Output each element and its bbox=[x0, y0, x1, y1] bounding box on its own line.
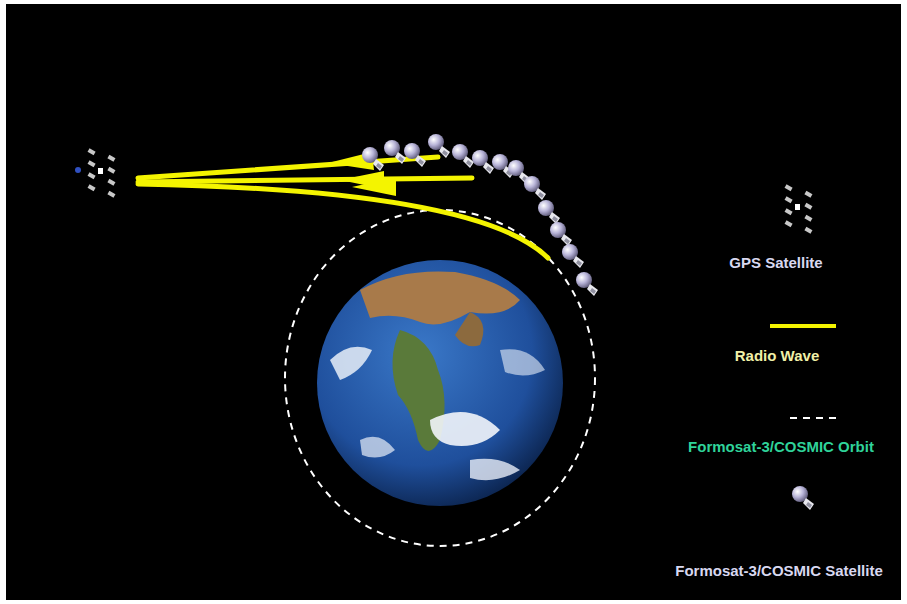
legend-label: Formosat-3/COSMIC Orbit bbox=[688, 438, 874, 456]
legend-label: Formosat-3/COSMIC Satellite bbox=[675, 562, 883, 580]
background bbox=[6, 4, 901, 600]
legend-label: Radio Wave bbox=[735, 347, 819, 365]
legend-label: GPS Satellite bbox=[729, 254, 822, 272]
cosmic-satellite bbox=[362, 134, 598, 296]
radio-wave bbox=[138, 157, 548, 258]
earth bbox=[317, 260, 563, 506]
arrow-head bbox=[328, 152, 396, 196]
gps-satellite bbox=[75, 148, 115, 197]
